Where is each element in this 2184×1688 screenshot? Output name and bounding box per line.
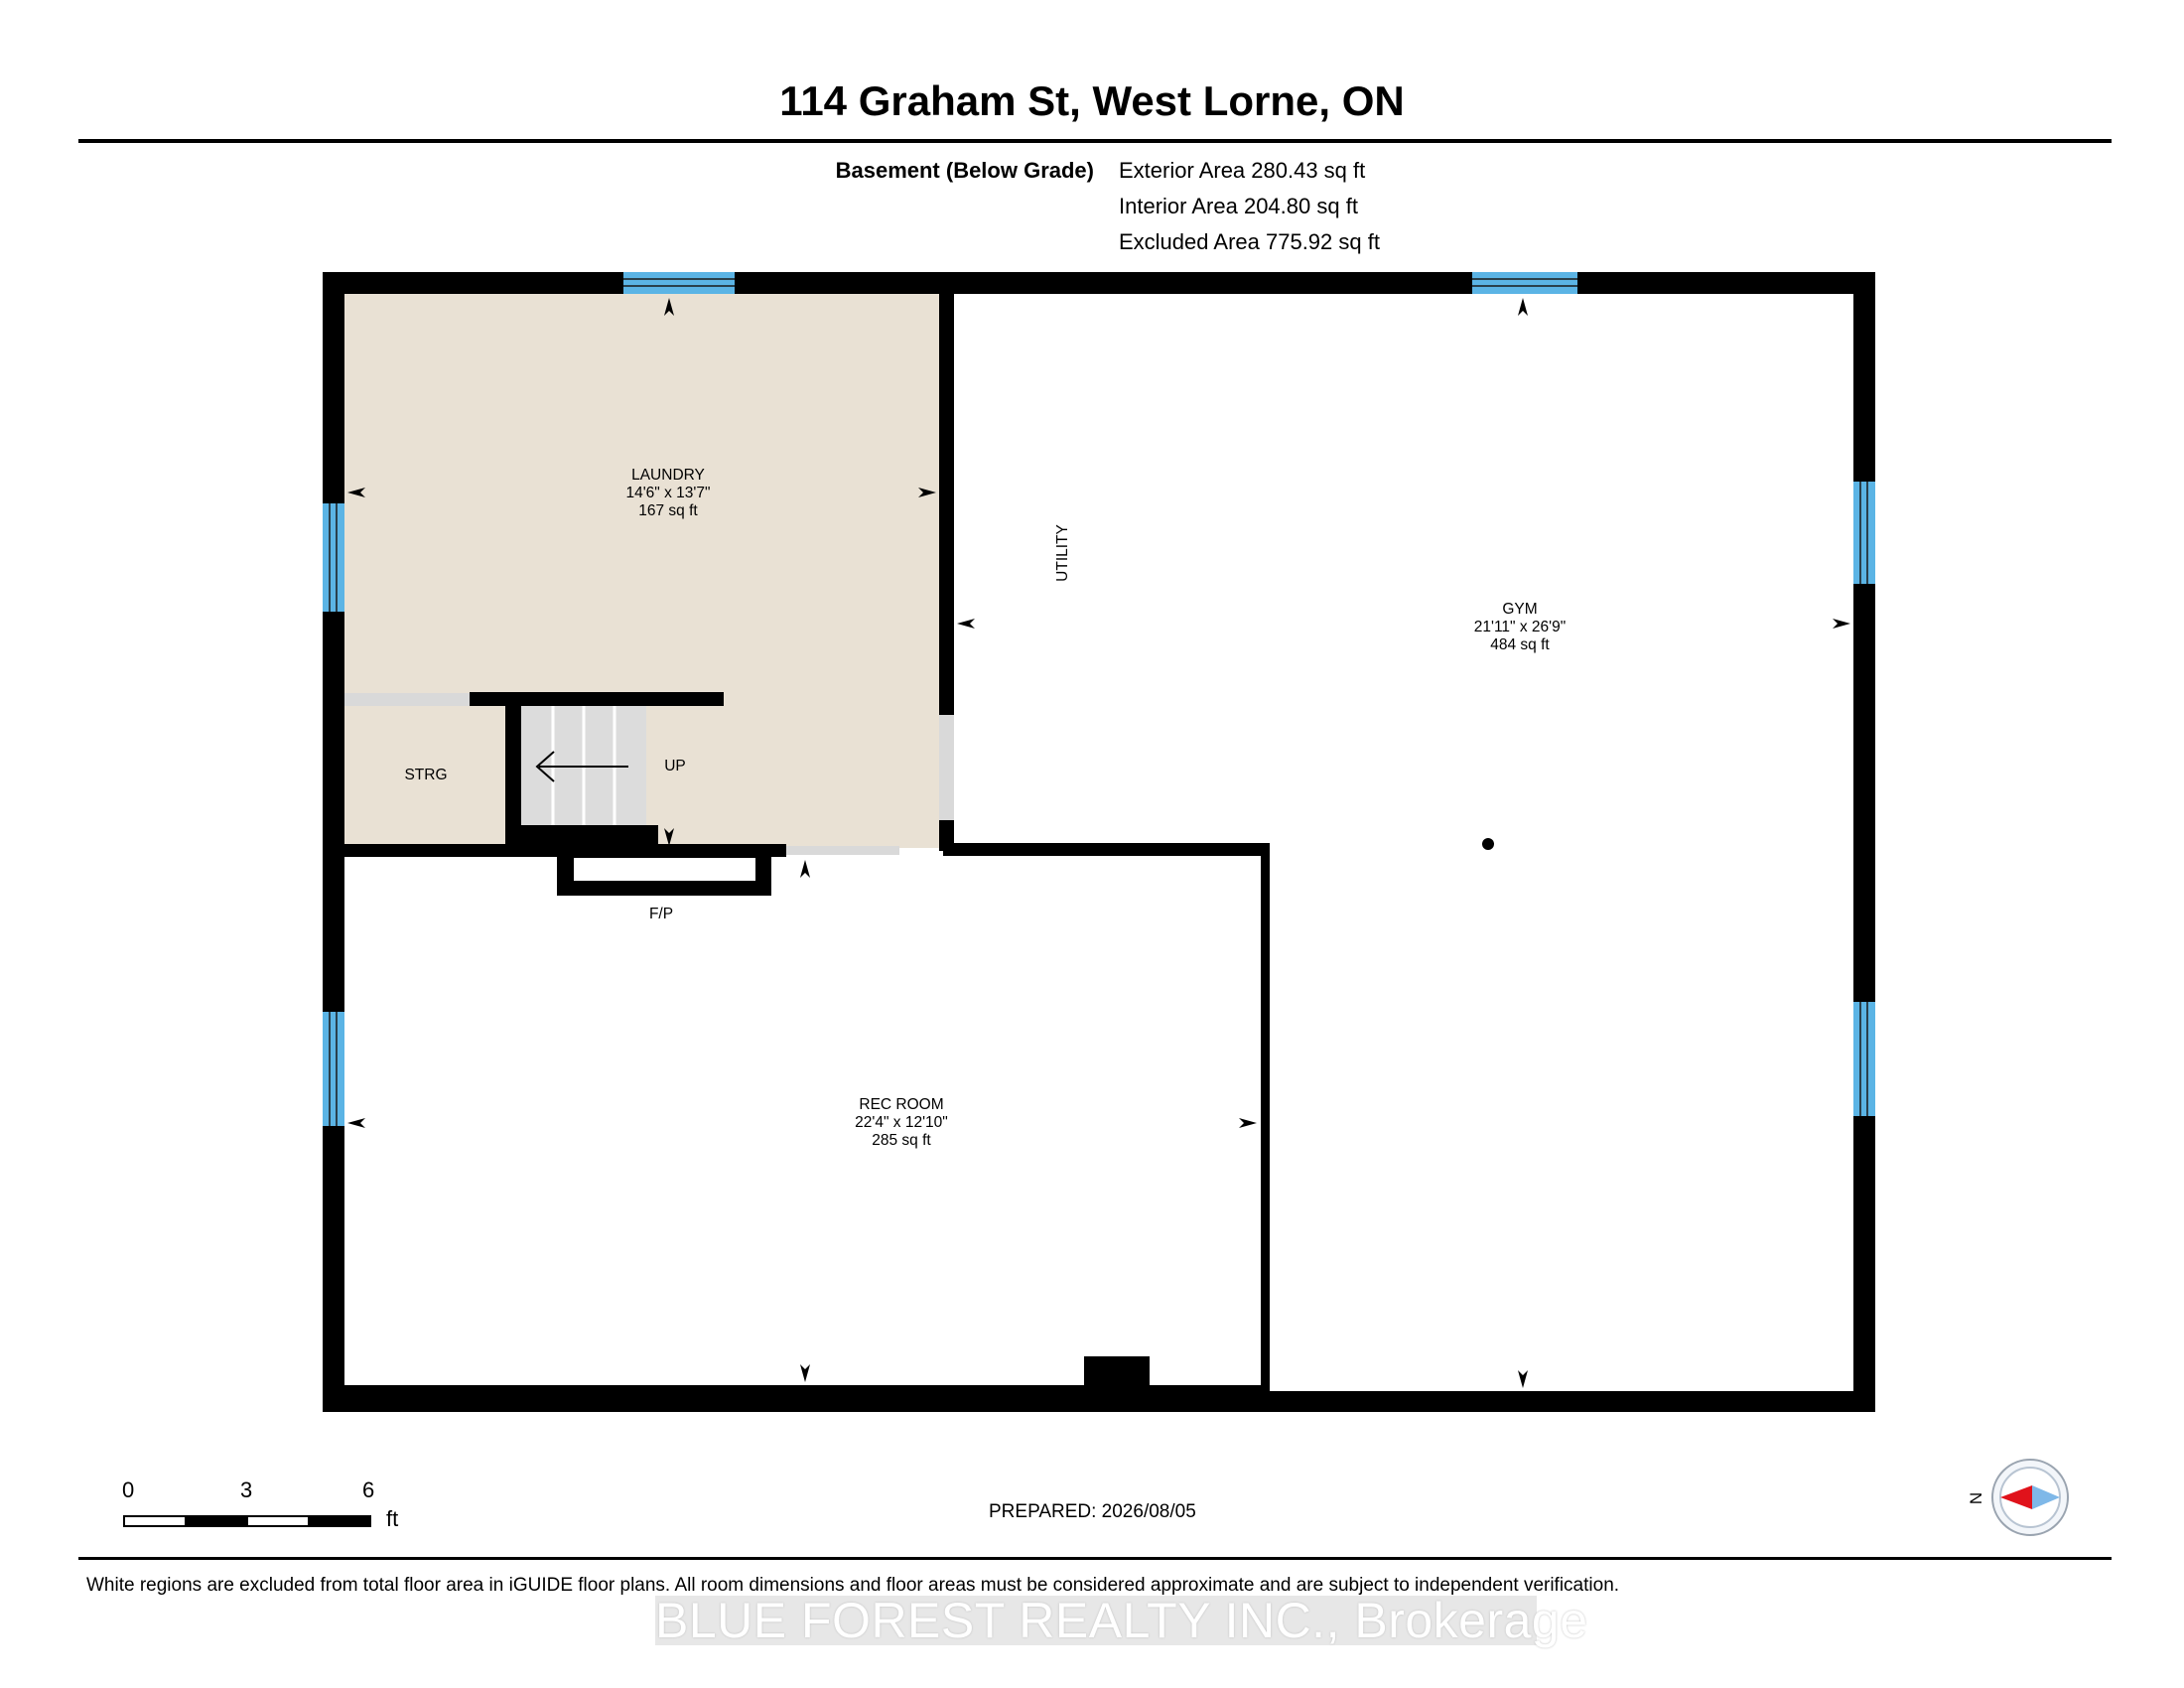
window-gym-right-lower: [1853, 1002, 1875, 1116]
rec-room-dims: 22'4" x 12'10": [855, 1114, 948, 1131]
stair-landing-wall: [505, 825, 658, 850]
utility-opening: [939, 715, 954, 820]
laundry-name: LAUNDRY: [631, 467, 705, 484]
scale-tick-6: 6: [362, 1477, 375, 1502]
staircase: [521, 706, 646, 825]
rec-bottom-marker: [800, 1364, 810, 1382]
excluded-area: Excluded Area 775.92 sq ft: [1119, 229, 1380, 254]
header-divider: [78, 139, 2112, 143]
brokerage-watermark: BLUE FOREST REALTY INC., Brokerage: [655, 1593, 1588, 1648]
laundry-area: 167 sq ft: [638, 502, 698, 519]
page-title: 114 Graham St, West Lorne, ON: [779, 77, 1405, 124]
compass-icon: N: [1967, 1459, 2069, 1536]
gym-area: 484 sq ft: [1490, 636, 1550, 653]
window-laundry-left: [323, 503, 344, 612]
window-gym-top: [1472, 272, 1577, 294]
fireplace-inner: [574, 858, 755, 881]
rec-right-marker: [1239, 1118, 1257, 1128]
laundry-rec-wall-right: [943, 843, 1270, 856]
level-label: Basement (Below Grade): [836, 153, 1094, 189]
rec-opening: [786, 846, 899, 855]
rec-room-name: REC ROOM: [859, 1096, 943, 1113]
compass-north-label: N: [1967, 1492, 1985, 1504]
scale-seg-4: [308, 1515, 371, 1527]
window-rec-left: [323, 1012, 344, 1126]
rec-top-marker: [800, 860, 810, 878]
compass-needle-north: [2000, 1485, 2032, 1509]
exterior-area: Exterior Area 280.43 sq ft: [1119, 158, 1366, 183]
storage-label: STRG: [404, 767, 447, 783]
rec-left-marker: [347, 1118, 365, 1128]
utility-label: UTILITY: [1054, 524, 1071, 582]
laundry-bottom-marker: [664, 828, 674, 846]
level-name: Basement (Below Grade): [835, 158, 1094, 183]
room-labels: LAUNDRY 14'6" x 13'7" 167 sq ft GYM 21'1…: [404, 467, 1566, 1149]
scale-tick-3: 3: [240, 1477, 253, 1502]
window-laundry-top: [623, 272, 735, 294]
scale-unit: ft: [386, 1506, 399, 1531]
laundry-dims: 14'6" x 13'7": [625, 485, 710, 501]
scale-bar: [123, 1515, 371, 1527]
floor-drain-dot: [1482, 838, 1494, 850]
scale-seg-3: [246, 1515, 310, 1527]
outer-wall-bottom-left: [323, 1385, 1266, 1412]
gym-top-marker: [1518, 298, 1528, 316]
disclaimer-text: White regions are excluded from total fl…: [86, 1575, 1620, 1596]
chimney-block: [1084, 1356, 1150, 1388]
outer-wall-right: [1853, 272, 1875, 1412]
dimension-markers: [347, 298, 1850, 1388]
laundry-right-marker: [918, 488, 936, 497]
interior-area: Interior Area 204.80 sq ft: [1119, 194, 1358, 218]
laundry-left-marker: [347, 488, 365, 497]
prepared-date: PREPARED: 2026/08/05: [989, 1501, 1196, 1522]
rec-gym-wall: [1261, 843, 1270, 1399]
scale-tick-0: 0: [122, 1477, 135, 1502]
stairs-up-label: UP: [664, 758, 686, 774]
laundry-top-marker: [664, 298, 674, 316]
stair-wall-left: [505, 703, 521, 852]
gym-right-marker: [1833, 619, 1850, 629]
storage-opening: [344, 693, 470, 706]
openings: [344, 693, 954, 855]
footer-divider: [78, 1557, 2112, 1560]
scale-seg-1: [123, 1515, 187, 1527]
storage-top-wall: [470, 692, 724, 706]
gym-name: GYM: [1502, 601, 1537, 618]
outer-wall-bottom-right: [1261, 1391, 1875, 1412]
laundry-gym-wall: [939, 290, 954, 715]
windows: [323, 272, 1875, 1126]
compass-needle-south: [2032, 1485, 2060, 1509]
gym-left-marker: [957, 619, 975, 629]
fireplace-label: F/P: [649, 906, 673, 922]
area-summary: Exterior Area 280.43 sq ft Interior Area…: [1119, 153, 1380, 260]
outer-wall-left: [323, 272, 344, 1412]
gym-dims: 21'11" x 26'9": [1474, 619, 1566, 635]
stairs-arrow-head: [535, 751, 555, 782]
rec-room-area: 285 sq ft: [872, 1132, 931, 1149]
window-gym-right-upper: [1853, 482, 1875, 584]
gym-bottom-marker: [1518, 1370, 1528, 1388]
outer-wall-top: [323, 272, 1875, 294]
scale-seg-2: [185, 1515, 248, 1527]
